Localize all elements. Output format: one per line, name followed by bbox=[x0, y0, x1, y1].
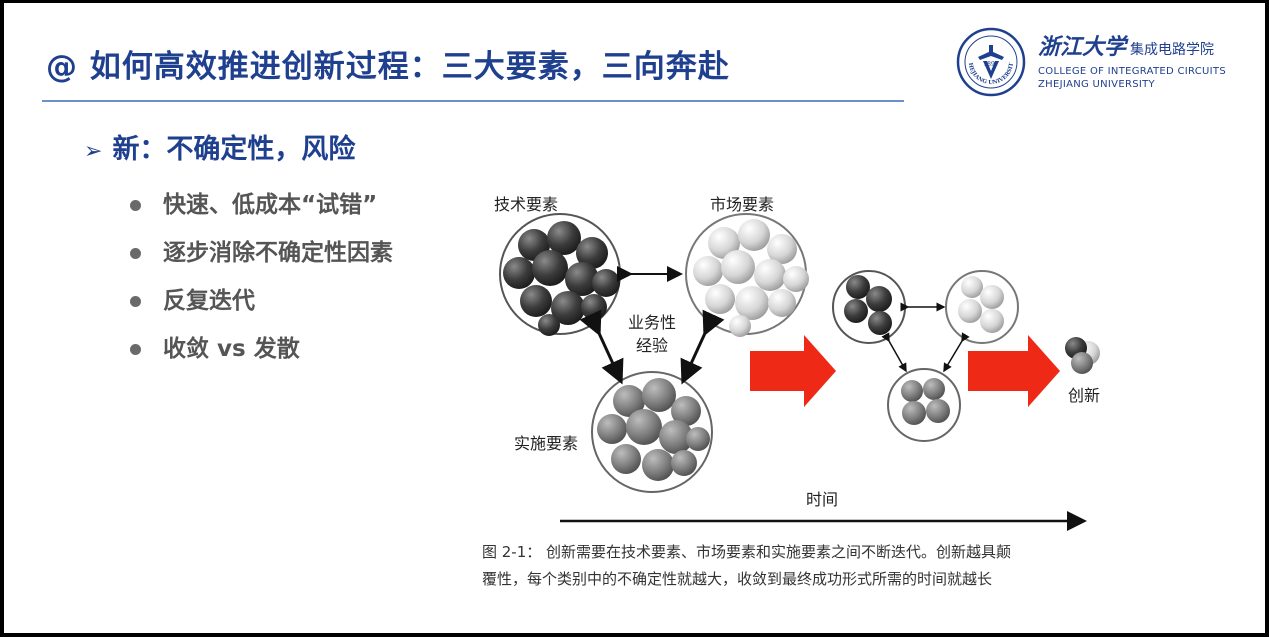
progress-arrow-2-icon bbox=[968, 335, 1060, 407]
slide: @ 如何高效推进创新过程：三大要素，三向奔赴 1897 ZHEJIANG UNI… bbox=[4, 3, 1265, 633]
stage2-tech-cluster bbox=[832, 270, 906, 344]
bullet-dot-icon bbox=[130, 295, 141, 307]
figure-caption: 图 2-1： 创新需要在技术要素、市场要素和实施要素之间不断迭代。创新越具颠 覆… bbox=[482, 539, 1011, 593]
stage2-market-cluster bbox=[945, 270, 1019, 344]
bullet-dot-icon bbox=[130, 343, 141, 355]
bullet-list: 快速、低成本“试错” 逐步消除不确定性因素 反复迭代 收敛 vs 发散 bbox=[130, 181, 393, 373]
label-innovation: 创新 bbox=[1068, 386, 1100, 405]
logo-en: COLLEGE OF INTEGRATED CIRCUITS ZHEJIANG … bbox=[1038, 65, 1226, 91]
label-market: 市场要素 bbox=[710, 195, 774, 214]
bullet-dot-icon bbox=[130, 247, 141, 259]
market-impl-arrow-icon bbox=[680, 309, 725, 385]
caption-line-1: 图 2-1： 创新需要在技术要素、市场要素和实施要素之间不断迭代。创新越具颠 bbox=[482, 543, 1012, 561]
bullet-item: 反复迭代 bbox=[130, 277, 393, 325]
zju-seal-icon: 1897 ZHEJIANG UNIVERSITY bbox=[956, 27, 1026, 97]
impl-cluster bbox=[591, 371, 713, 493]
logo-en-line2: ZHEJIANG UNIVERSITY bbox=[1038, 79, 1155, 90]
market-cluster bbox=[685, 213, 809, 337]
bullet-text: 逐步消除不确定性因素 bbox=[163, 240, 393, 266]
stage2-ti-arrow-icon bbox=[881, 332, 907, 373]
label-center-2: 经验 bbox=[636, 336, 668, 355]
main-point: ➢ 新：不确定性，风险 bbox=[84, 127, 355, 166]
label-tech: 技术要素 bbox=[494, 195, 558, 214]
label-center-1: 业务性 bbox=[628, 313, 676, 332]
stage2-impl-cluster bbox=[887, 368, 961, 442]
tech-impl-arrow-icon bbox=[579, 309, 624, 385]
logo-cn: 浙江大学集成电路学院 bbox=[1038, 29, 1214, 61]
logo-cn-name: 浙江大学 bbox=[1038, 34, 1127, 60]
seal-year: 1897 bbox=[983, 61, 998, 68]
logo-cn-school: 集成电路学院 bbox=[1130, 42, 1215, 58]
label-impl: 实施要素 bbox=[514, 434, 578, 453]
bullet-item: 收敛 vs 发散 bbox=[130, 325, 393, 373]
tech-cluster bbox=[499, 213, 621, 336]
title-divider bbox=[42, 100, 904, 102]
slide-title: @ 如何高效推进创新过程：三大要素，三向奔赴 bbox=[46, 49, 730, 85]
bullet-text: 收敛 vs 发散 bbox=[163, 336, 300, 362]
bullet-item: 快速、低成本“试错” bbox=[130, 181, 393, 229]
stage2-mi-arrow-icon bbox=[943, 332, 970, 373]
arrow-bullet-icon: ➢ bbox=[84, 139, 103, 164]
innovation-iteration-diagram: 技术要素 市场要素 业务性 经验 实施要素 创新 时间 bbox=[494, 195, 1100, 531]
bullet-text: 快速、低成本“试错” bbox=[163, 192, 378, 218]
label-time: 时间 bbox=[806, 490, 838, 509]
innovation-cluster bbox=[1065, 337, 1100, 374]
bullet-dot-icon bbox=[130, 199, 141, 211]
bullet-text: 反复迭代 bbox=[163, 288, 255, 314]
main-point-text: 新：不确定性，风险 bbox=[112, 134, 356, 165]
progress-arrow-1-icon bbox=[750, 335, 836, 407]
bullet-item: 逐步消除不确定性因素 bbox=[130, 229, 393, 277]
logo-en-line1: COLLEGE OF INTEGRATED CIRCUITS bbox=[1038, 66, 1226, 77]
caption-line-2: 覆性，每个类别中的不确定性就越大，收敛到最终成功形式所需的时间就越长 bbox=[482, 570, 993, 588]
